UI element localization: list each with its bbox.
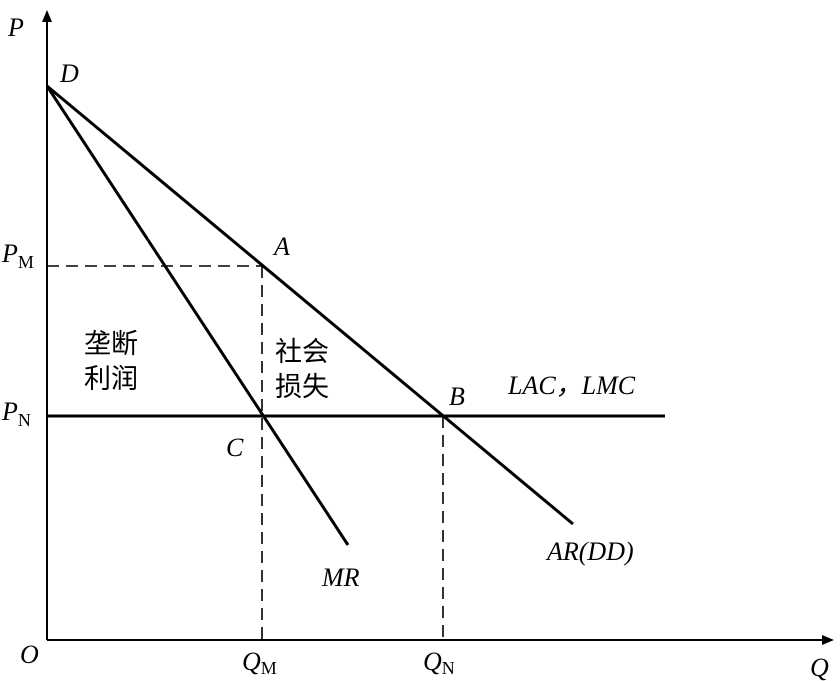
cost-curve-label: LAC，LMC <box>507 371 636 400</box>
pn-label: PN <box>1 397 31 430</box>
qm-label: QM <box>242 647 277 678</box>
mr-curve <box>45 85 350 546</box>
point-a-label: A <box>272 232 290 261</box>
qn-label: QN <box>423 647 455 678</box>
point-d-label: D <box>59 59 79 88</box>
mr-curve-label: MR <box>321 563 360 592</box>
pm-label: PM <box>1 239 34 272</box>
demand-curve <box>46 84 574 526</box>
monopoly-profit-label-line1: 垄断 <box>84 329 138 360</box>
point-b-label: B <box>449 382 465 411</box>
point-c-label: C <box>226 433 244 462</box>
origin-label: O <box>20 640 39 669</box>
social-loss-label-line1: 社会 <box>275 337 329 368</box>
y-axis-label: P <box>7 13 24 42</box>
social-loss-label-line2: 损失 <box>275 372 329 403</box>
x-axis-label: Q <box>810 653 829 681</box>
monopoly-profit-label-line2: 利润 <box>84 364 138 395</box>
demand-curve-label: AR(DD) <box>545 537 634 566</box>
